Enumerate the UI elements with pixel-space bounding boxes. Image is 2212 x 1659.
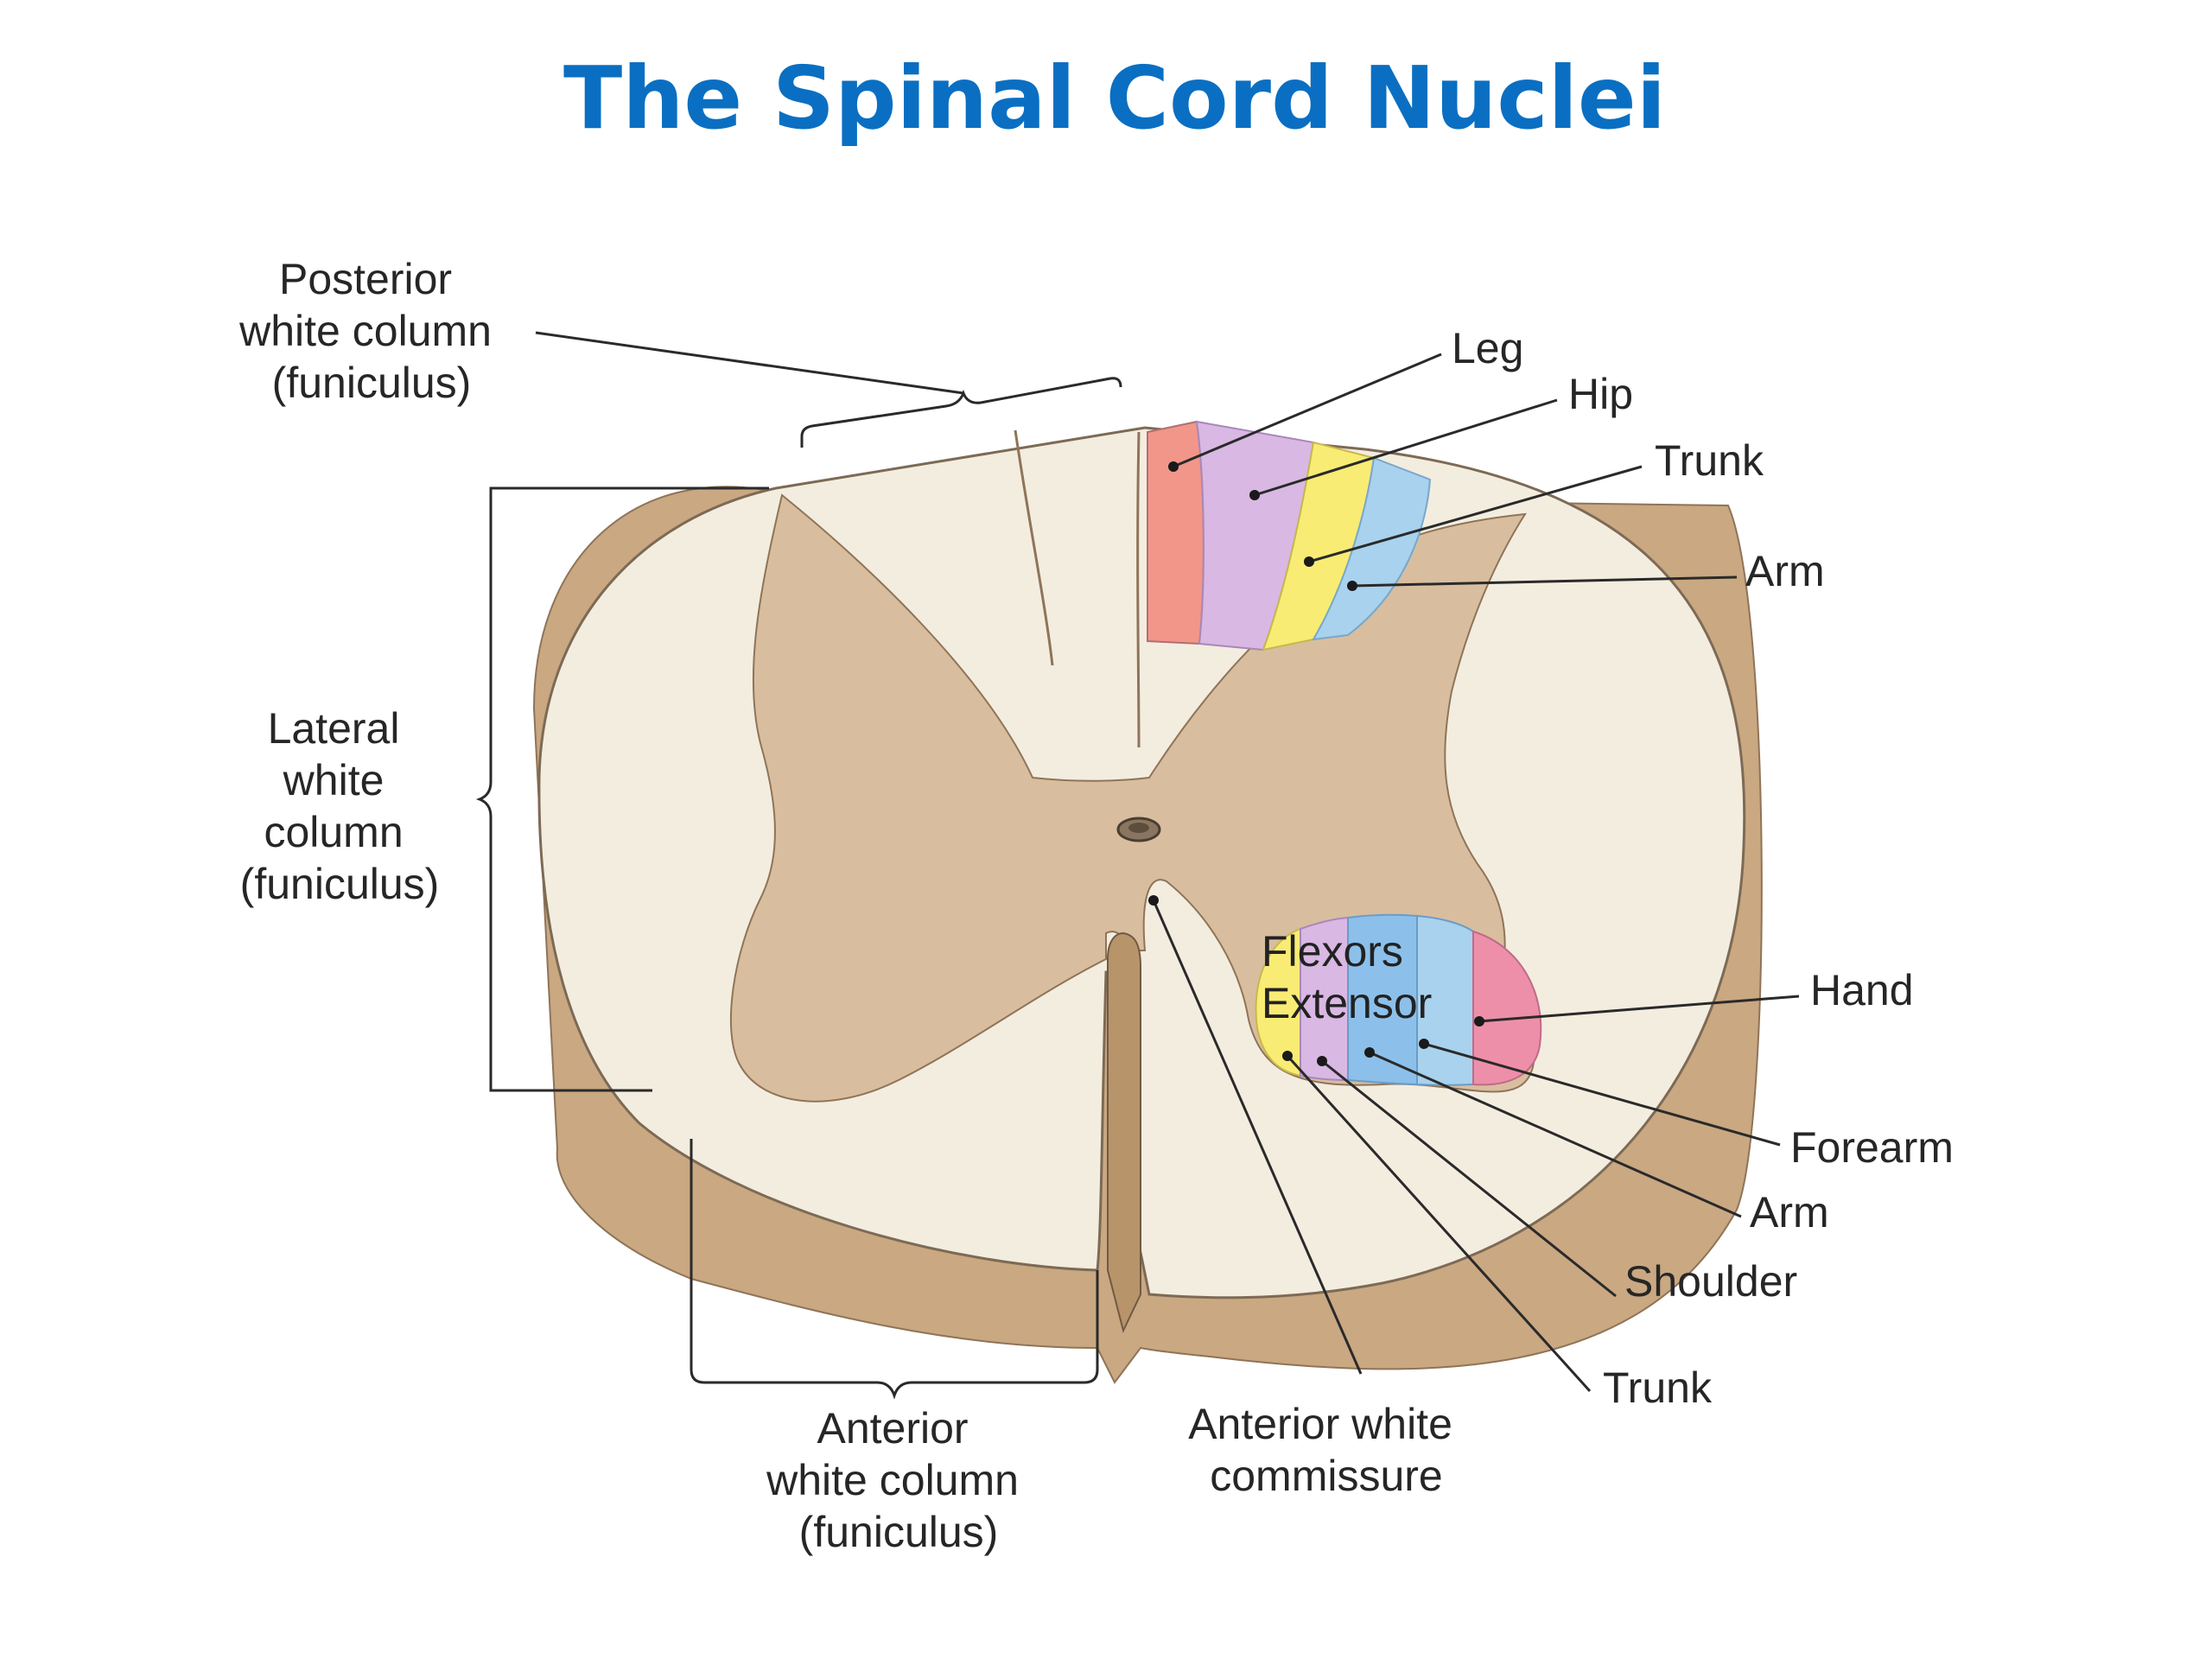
- zone-leg: [1147, 420, 1205, 645]
- zone-arm-posterior: [1312, 456, 1432, 641]
- leader-hand: [1478, 995, 1800, 1023]
- label-shoulder: Shoulder: [1624, 1257, 1797, 1306]
- posterior-horn-zones: [1147, 420, 1432, 652]
- label-arm-posterior: Arm: [1745, 547, 1825, 595]
- leader-trunk-anterior: [1286, 1054, 1592, 1393]
- leader-trunk-posterior: [1308, 465, 1643, 563]
- anterior-column-label: Anterior white column (funiculus): [766, 1404, 1031, 1556]
- zone-hand: [1472, 930, 1542, 1086]
- leader-shoulder: [1321, 1059, 1617, 1298]
- leader-posterior-column: [535, 331, 964, 395]
- extensor-label: Extensor: [1262, 979, 1432, 1027]
- zone-trunk-anterior: [1255, 927, 1301, 1077]
- page-title: The Spinal Cord Nuclei: [563, 48, 1666, 149]
- central-canal-lumen: [1128, 823, 1149, 833]
- lateral-column-bracket: [475, 486, 769, 1092]
- label-trunk-anterior: Trunk: [1603, 1363, 1713, 1412]
- label-forearm: Forearm: [1790, 1123, 1954, 1172]
- flexors-label: Flexors: [1262, 927, 1403, 976]
- anterior-horn-zones: [1255, 913, 1542, 1086]
- label-trunk-posterior: Trunk: [1655, 436, 1764, 485]
- leader-arm-anterior: [1369, 1051, 1742, 1218]
- lateral-column-label: Lateral white column (funiculus): [240, 704, 440, 908]
- leader-commissure: [1152, 899, 1363, 1375]
- leader-arm-posterior: [1351, 575, 1738, 588]
- leader-hip: [1254, 398, 1558, 497]
- leader-leg: [1173, 353, 1442, 468]
- label-arm-anterior: Arm: [1750, 1188, 1829, 1236]
- leader-forearm: [1423, 1042, 1781, 1147]
- posterior-intermediate-sulcus: [1014, 429, 1054, 666]
- leader-dots: [1148, 461, 1484, 1066]
- commissure-label: Anterior white commissure: [1188, 1400, 1465, 1500]
- anterior-column-bracket: [690, 1139, 1099, 1400]
- label-hip: Hip: [1568, 370, 1633, 418]
- posterior-column-bracket: [800, 377, 1122, 448]
- posterior-median-septum: [1136, 431, 1141, 748]
- posterior-column-label: Posterior white column (funiculus): [238, 255, 504, 407]
- label-leg: Leg: [1452, 324, 1523, 372]
- label-hand: Hand: [1810, 966, 1914, 1014]
- anterior-median-fissure: [1107, 931, 1141, 1333]
